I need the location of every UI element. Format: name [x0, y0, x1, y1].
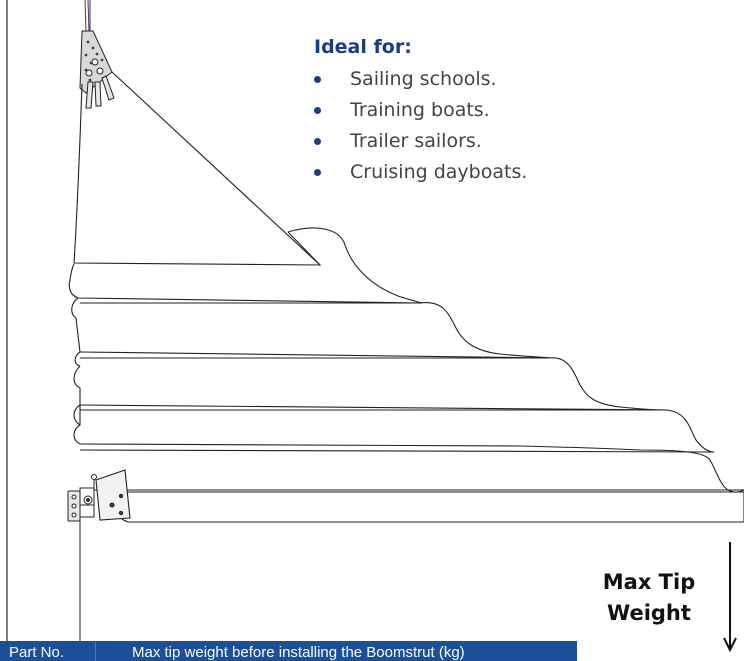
max-tip-weight-label: Max Tip Weight: [584, 567, 714, 629]
down-arrow-icon: [723, 542, 737, 653]
max-tip-line2: Weight: [607, 601, 691, 625]
list-item: Trailer sailors.: [314, 126, 527, 157]
boom: [95, 469, 744, 523]
list-item: Cruising dayboats.: [314, 157, 527, 188]
ideal-item-label: Cruising dayboats.: [350, 161, 528, 183]
table-header-row: Part No. Max tip weight before installin…: [0, 641, 577, 661]
bullet-icon: [314, 107, 321, 114]
list-item: Sailing schools.: [314, 64, 527, 95]
ideal-item-label: Trailer sailors.: [350, 130, 482, 152]
ideal-item-label: Training boats.: [350, 99, 490, 121]
max-tip-line1: Max Tip: [602, 570, 696, 594]
table-column-divider: [95, 641, 96, 661]
bullet-icon: [314, 169, 321, 176]
ideal-for-list: Sailing schools. Training boats. Trailer…: [314, 64, 527, 188]
sail-head-panel: [73, 71, 322, 266]
list-item: Training boats.: [314, 95, 527, 126]
ideal-for-title: Ideal for:: [314, 36, 412, 58]
ideal-for-block: Ideal for: Sailing schools. Training boa…: [314, 35, 527, 188]
headboard-rings: [85, 58, 104, 77]
bullet-icon: [314, 76, 321, 83]
ideal-item-label: Sailing schools.: [350, 68, 497, 90]
sail-folds: [68, 227, 744, 493]
gooseneck-icon: [67, 474, 97, 522]
bullet-icon: [314, 138, 321, 145]
table-header-part-no: Part No.: [9, 644, 65, 661]
halyard-lines: [84, 0, 91, 33]
batten-straps: [85, 75, 115, 109]
table-header-max-tip-weight: Max tip weight before installing the Boo…: [132, 644, 465, 661]
